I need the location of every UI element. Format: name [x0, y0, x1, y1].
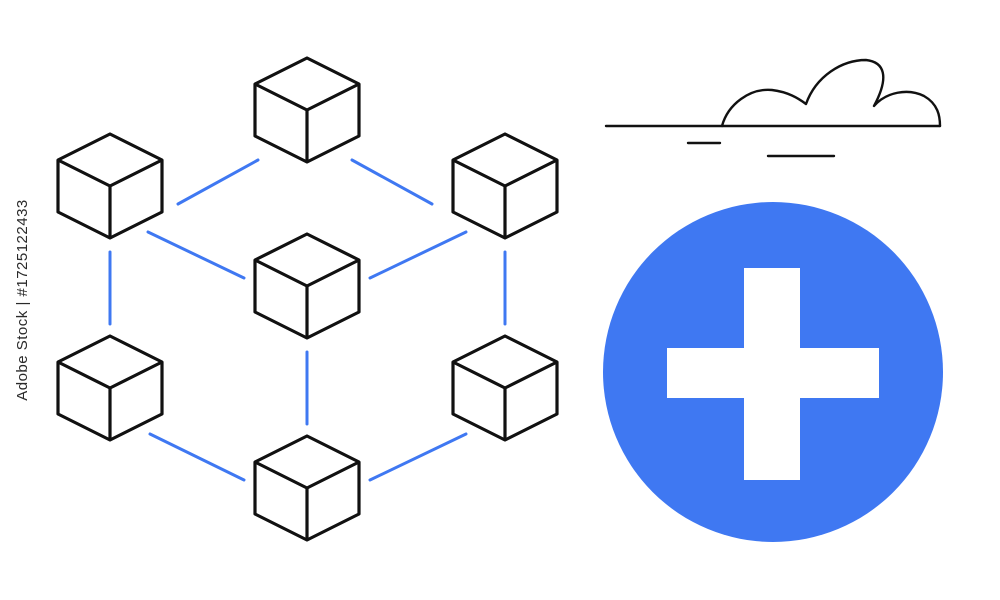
plus-circle-icon	[603, 202, 943, 542]
cube-icon	[253, 434, 361, 542]
cloud-icon	[604, 58, 942, 158]
cube-icon	[56, 334, 164, 442]
image-id-watermark: Adobe Stock | #1725122433	[14, 199, 31, 401]
connector-line	[368, 230, 468, 280]
cube-icon	[56, 132, 164, 240]
connector-line	[148, 432, 246, 482]
network-connectors	[108, 158, 507, 482]
connector-line	[176, 158, 260, 206]
cube-icon	[451, 334, 559, 442]
cube-icon	[253, 56, 361, 164]
cube-icon	[451, 132, 559, 240]
blockchain-cube-network-icon	[56, 56, 559, 542]
cloud-outline	[720, 58, 942, 128]
connector-line	[350, 158, 434, 206]
cube-icon	[253, 232, 361, 340]
plus-horizontal-bar	[667, 348, 879, 398]
connector-line	[146, 230, 246, 280]
connector-line	[368, 432, 468, 482]
